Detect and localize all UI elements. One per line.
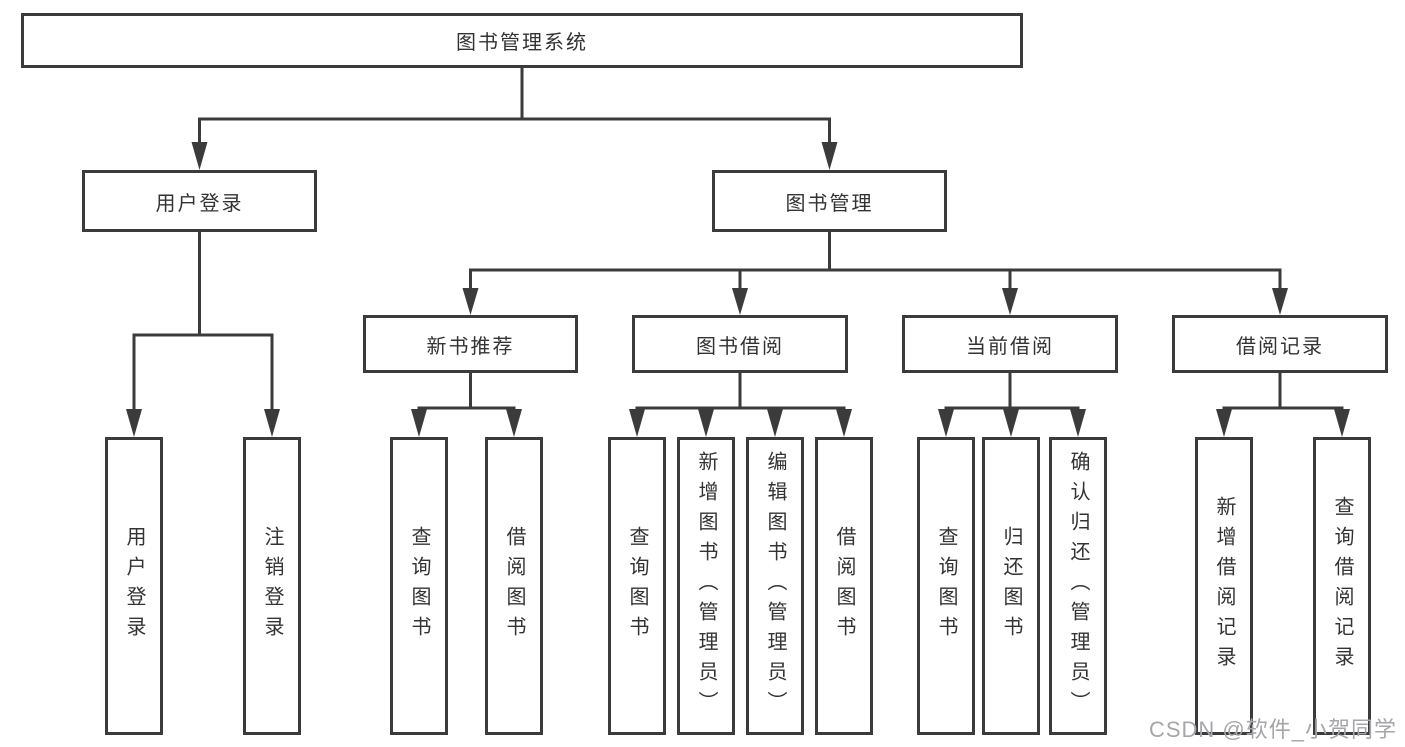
leaf-add-borrow-record: 新增借阅记录: [1195, 437, 1253, 735]
leaf-add-book-admin: 新增图书（管理员）: [677, 437, 735, 735]
leaf-confirm-return-admin: 确认归还（管理员）: [1049, 437, 1107, 735]
leaf-borrow-books-recommend: 借阅图书: [485, 437, 543, 735]
node-user-login: 用户登录: [82, 170, 317, 232]
leaf-query-borrow-record: 查询借阅记录: [1313, 437, 1371, 735]
leaf-query-books-borrowing: 查询图书: [608, 437, 666, 735]
node-label: 新增借阅记录: [1213, 496, 1235, 676]
node-label: 新增图书（管理员）: [695, 451, 717, 721]
leaf-query-books-current: 查询图书: [917, 437, 975, 735]
node-label: 图书管理系统: [456, 32, 588, 54]
node-label: 当前借阅: [966, 335, 1054, 358]
node-label: 归还图书: [1000, 526, 1022, 646]
leaf-borrow-books-borrowing: 借阅图书: [815, 437, 873, 735]
leaf-user-login: 用户登录: [105, 437, 163, 735]
node-borrowing-records: 借阅记录: [1172, 315, 1388, 373]
node-book-management: 图书管理: [712, 170, 947, 232]
node-label: 查询借阅记录: [1331, 496, 1353, 676]
leaf-edit-book-admin: 编辑图书（管理员）: [746, 437, 804, 735]
node-label: 借阅图书: [833, 526, 855, 646]
leaf-return-books: 归还图书: [982, 437, 1040, 735]
node-label: 图书管理: [785, 192, 874, 215]
node-label: 新书推荐: [426, 335, 515, 358]
watermark-text: CSDN @软件_小贺同学: [1148, 717, 1397, 742]
leaf-query-books-recommend: 查询图书: [390, 437, 448, 735]
node-library-system: 图书管理系统: [21, 13, 1023, 68]
node-book-borrowing: 图书借阅: [632, 315, 848, 373]
node-label: 用户登录: [155, 192, 244, 215]
node-new-book-recommend: 新书推荐: [363, 315, 578, 373]
node-label: 查询图书: [935, 526, 957, 646]
leaf-logout: 注销登录: [243, 437, 301, 735]
node-label: 查询图书: [408, 526, 430, 646]
node-current-borrowing: 当前借阅: [902, 315, 1118, 373]
node-label: 借阅图书: [503, 526, 525, 646]
node-label: 借阅记录: [1236, 335, 1324, 358]
node-label: 图书借阅: [696, 335, 784, 358]
node-label: 编辑图书（管理员）: [764, 451, 786, 721]
node-label: 注销登录: [261, 526, 283, 646]
node-label: 确认归还（管理员）: [1067, 451, 1089, 721]
node-label: 查询图书: [626, 526, 648, 646]
node-label: 用户登录: [123, 526, 145, 646]
